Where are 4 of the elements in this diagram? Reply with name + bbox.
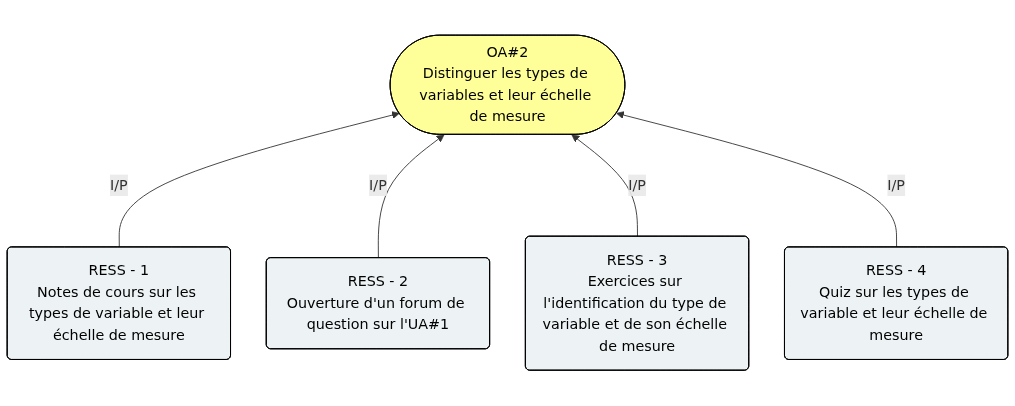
edge-label: I/P [887,176,905,194]
edge-label: I/P [628,176,646,194]
edge-label: I/P [369,176,387,194]
edge-label: I/P [110,176,128,194]
